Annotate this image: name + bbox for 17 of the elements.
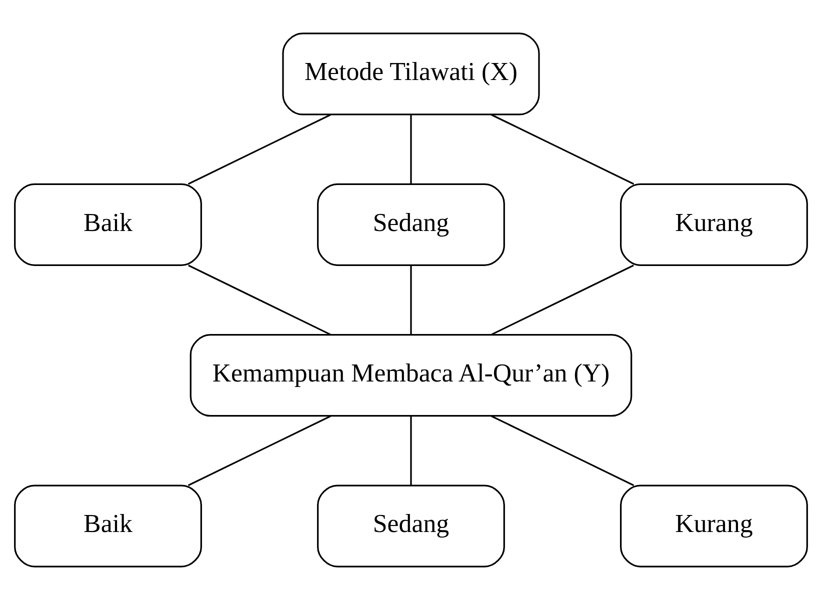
node-box: Sedang (317, 484, 505, 567)
connector (491, 414, 634, 486)
node-box: Sedang (317, 182, 505, 266)
node-box: Baik (14, 182, 202, 266)
node-box: Kemampuan Membaca Al-Qur’an (Y) (190, 334, 632, 416)
connector (490, 264, 634, 335)
connector (491, 114, 634, 184)
node-box: Kurang (620, 484, 808, 567)
node-box: Metode Tilawati (X) (282, 32, 540, 115)
connector (188, 414, 331, 486)
connector (410, 265, 412, 334)
connector (188, 264, 332, 335)
connector (410, 114, 412, 184)
connector (410, 416, 412, 485)
node-box: Baik (14, 484, 202, 567)
node-box: Kurang (620, 182, 808, 266)
connector (188, 114, 331, 184)
